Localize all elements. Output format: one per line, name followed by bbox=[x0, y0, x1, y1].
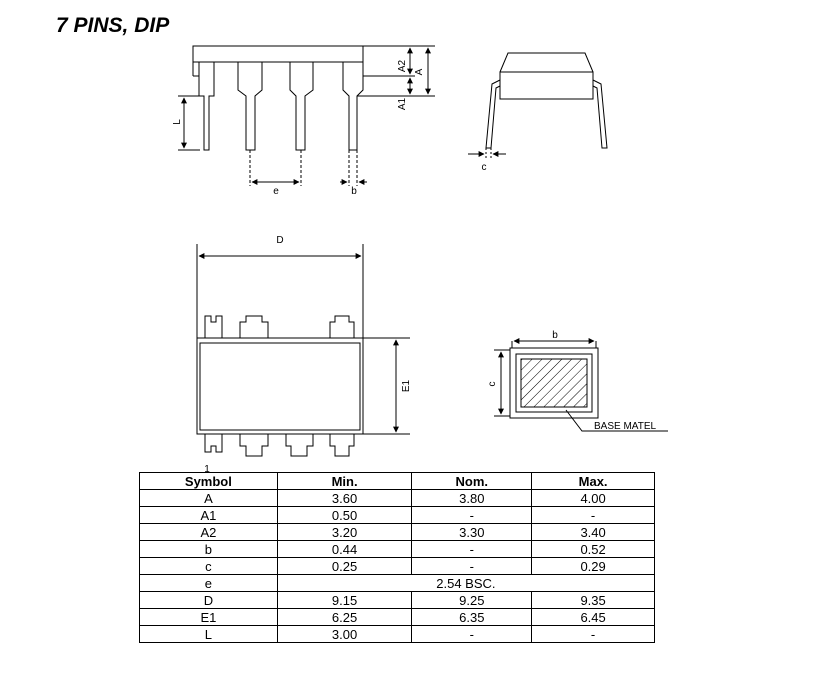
side-pin-4 bbox=[342, 62, 364, 151]
cell-min: 6.25 bbox=[276, 608, 413, 626]
cell-nom: 3.80 bbox=[411, 489, 533, 507]
side-pin-3 bbox=[289, 62, 314, 151]
top-pin-upper-1 bbox=[204, 315, 223, 338]
cell-symbol: A1 bbox=[139, 506, 278, 524]
cell-max: 0.29 bbox=[531, 557, 655, 575]
table-row: b 0.44 - 0.52 bbox=[139, 540, 655, 558]
table-row: L 3.00 - - bbox=[139, 625, 655, 643]
top-pin-upper-2 bbox=[239, 315, 269, 338]
cell-symbol: L bbox=[139, 625, 278, 643]
cell-nom: - bbox=[411, 506, 533, 524]
cell-max: 6.45 bbox=[531, 608, 655, 626]
header-max: Max. bbox=[531, 472, 655, 490]
cell-min: 0.50 bbox=[276, 506, 413, 524]
top-pin-lower-1 bbox=[204, 434, 223, 453]
cell-symbol: A bbox=[139, 489, 278, 507]
table-row: A1 0.50 - - bbox=[139, 506, 655, 524]
top-pin-upper-3 bbox=[329, 315, 355, 338]
cell-min: 3.00 bbox=[276, 625, 413, 643]
dim-label-a2: A2 bbox=[397, 59, 408, 72]
cell-min: 3.20 bbox=[276, 523, 413, 541]
cell-max: 4.00 bbox=[531, 489, 655, 507]
cell-symbol: E1 bbox=[139, 608, 278, 626]
cell-max: 3.40 bbox=[531, 523, 655, 541]
cell-max: 9.35 bbox=[531, 591, 655, 609]
cell-symbol: D bbox=[139, 591, 278, 609]
dim-label-b: b bbox=[351, 186, 357, 197]
cell-spanning-value: 2.54 BSC. bbox=[276, 574, 656, 592]
cell-nom: - bbox=[411, 557, 533, 575]
dim-label-a1: A1 bbox=[397, 97, 408, 110]
cell-max: 0.52 bbox=[531, 540, 655, 558]
side-view bbox=[178, 45, 435, 186]
top-view bbox=[196, 244, 410, 457]
header-symbol: Symbol bbox=[139, 472, 278, 490]
dim-label-l: L bbox=[172, 119, 183, 125]
dim-label-a: A bbox=[414, 68, 425, 75]
dim-label-e: e bbox=[273, 186, 279, 197]
dimension-table: Symbol Min. Nom. Max. A 3.60 3.80 4.00 A… bbox=[139, 472, 656, 643]
cell-nom: - bbox=[411, 625, 533, 643]
header-nom: Nom. bbox=[411, 472, 533, 490]
cell-min: 9.15 bbox=[276, 591, 413, 609]
detail-label-c: c bbox=[487, 382, 498, 387]
table-row: c 0.25 - 0.29 bbox=[139, 557, 655, 575]
dim-label-e1: E1 bbox=[401, 379, 412, 392]
cell-symbol: b bbox=[139, 540, 278, 558]
cell-symbol: c bbox=[139, 557, 278, 575]
cell-min: 3.60 bbox=[276, 489, 413, 507]
table-row: A2 3.20 3.30 3.40 bbox=[139, 523, 655, 541]
side-pin-2 bbox=[237, 62, 263, 151]
side-body-top bbox=[192, 45, 364, 63]
top-pin-lower-3 bbox=[285, 434, 314, 457]
cell-max: - bbox=[531, 625, 655, 643]
cell-nom: 9.25 bbox=[411, 591, 533, 609]
lead-section bbox=[494, 338, 668, 432]
cell-symbol: e bbox=[139, 574, 278, 592]
table-row: D 9.15 9.25 9.35 bbox=[139, 591, 655, 609]
dim-label-d: D bbox=[276, 235, 283, 246]
end-view bbox=[468, 52, 608, 160]
table-row: E1 6.25 6.35 6.45 bbox=[139, 608, 655, 626]
cell-max: - bbox=[531, 506, 655, 524]
base-material-label: BASE MATEL bbox=[594, 421, 656, 432]
top-pin-lower-4 bbox=[329, 434, 355, 457]
dim-label-c: c bbox=[482, 162, 487, 173]
cell-nom: 3.30 bbox=[411, 523, 533, 541]
top-pin-lower-2 bbox=[239, 434, 269, 457]
cell-symbol: A2 bbox=[139, 523, 278, 541]
table-row: A 3.60 3.80 4.00 bbox=[139, 489, 655, 507]
cell-min: 0.44 bbox=[276, 540, 413, 558]
table-header-row: Symbol Min. Nom. Max. bbox=[139, 472, 655, 490]
detail-label-b: b bbox=[552, 330, 558, 341]
cell-min: 0.25 bbox=[276, 557, 413, 575]
page-title: 7 PINS, DIP bbox=[56, 14, 170, 37]
header-min: Min. bbox=[276, 472, 413, 490]
top-body-inner bbox=[199, 342, 361, 431]
side-pin-1 bbox=[198, 62, 215, 151]
cell-nom: 6.35 bbox=[411, 608, 533, 626]
table-row: e 2.54 BSC. bbox=[139, 574, 656, 592]
top-body-outer bbox=[196, 337, 364, 435]
cell-nom: - bbox=[411, 540, 533, 558]
pin-1-label: 1 bbox=[204, 464, 210, 475]
